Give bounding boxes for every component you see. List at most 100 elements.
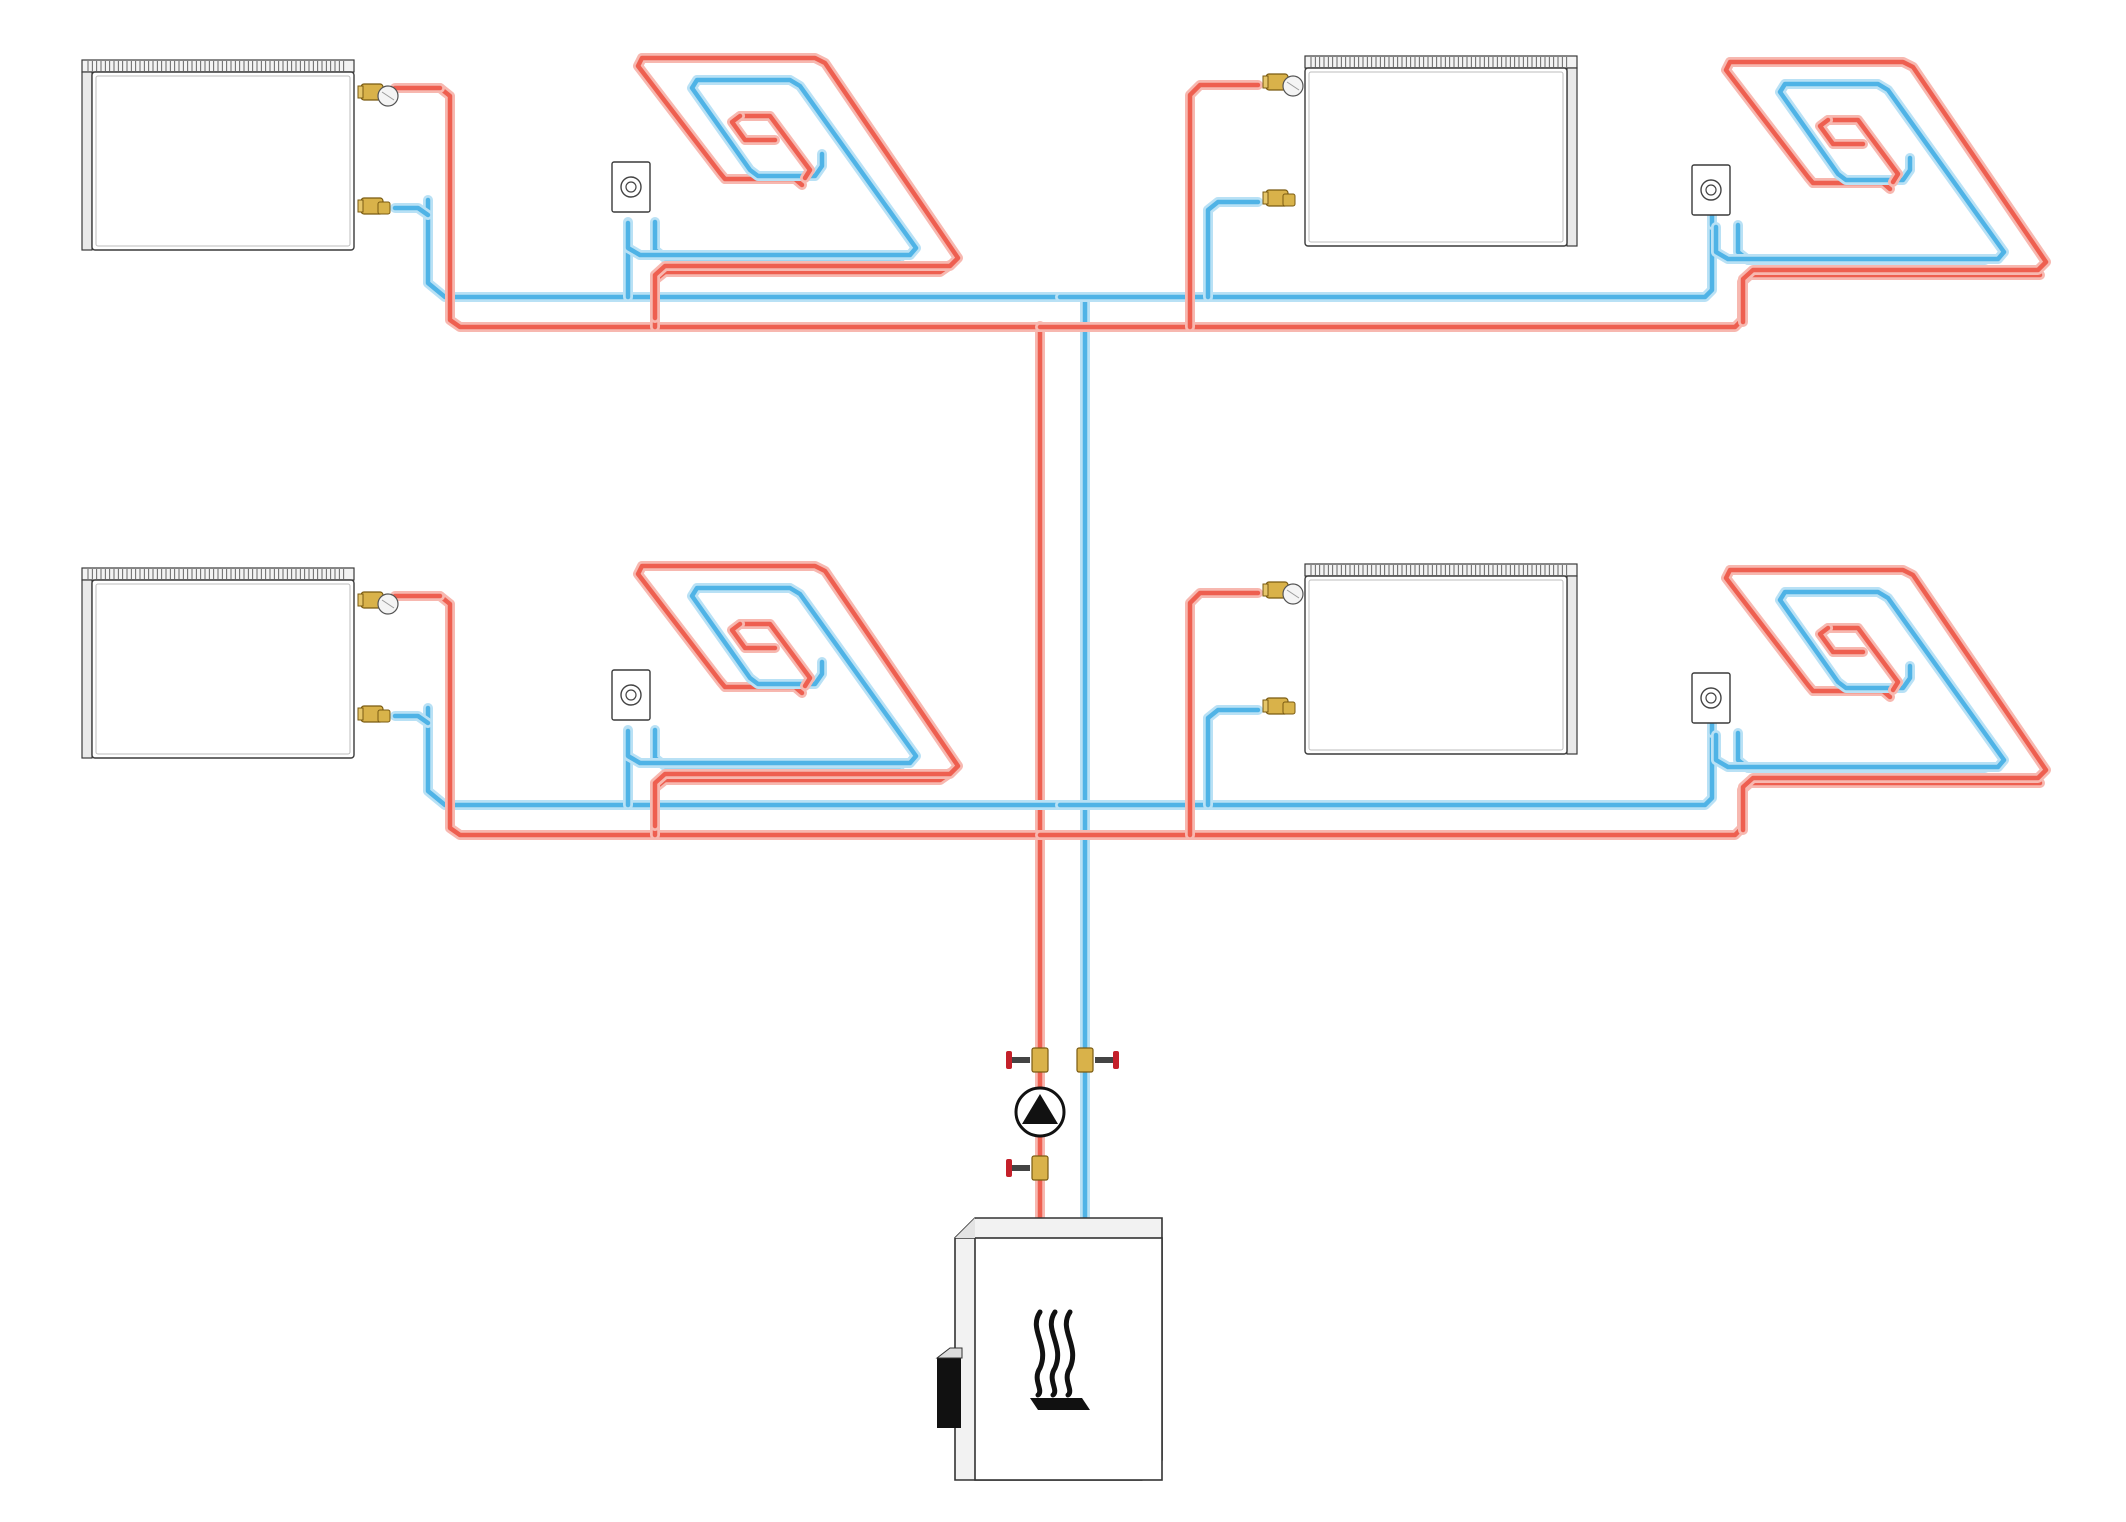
thermostatic-valve — [357, 83, 399, 107]
boiler-control-top — [935, 1347, 963, 1359]
boiler-control-box — [937, 1358, 961, 1428]
pipe-glow — [435, 83, 1045, 332]
valve-cap — [1282, 193, 1296, 207]
thermostatic-valve — [1262, 581, 1304, 605]
valve-head-rib — [1286, 589, 1300, 599]
pipe-core — [737, 621, 813, 689]
thermostat-dial-inner — [1705, 692, 1717, 704]
floor-heating-loop-left — [623, 561, 963, 831]
thermostat-dial-inner — [625, 689, 637, 701]
upper-floor — [81, 53, 2051, 332]
pipe-core — [1723, 59, 2049, 325]
boiler-front — [974, 1237, 1163, 1481]
thermostatic-valve — [357, 591, 399, 615]
thermostat-body — [611, 669, 651, 721]
left-radiator-return — [390, 203, 433, 220]
valve-cap — [377, 201, 391, 215]
right-radiator-return — [1203, 705, 1263, 810]
pipe-core — [437, 85, 1043, 330]
plant-room — [935, 1047, 1163, 1481]
shutoff-valve — [1006, 1155, 1049, 1181]
pipe-core — [1825, 117, 1901, 185]
radiator-front — [1304, 575, 1568, 755]
valve-nut — [1262, 699, 1269, 713]
radiator-inner-edge — [95, 75, 351, 247]
valve-nut — [1262, 75, 1269, 89]
valve-cap — [377, 709, 391, 723]
radiator-side — [1566, 67, 1578, 247]
valve-nut — [357, 85, 364, 99]
pipe-core — [1825, 625, 1901, 693]
thermostat-dial-icon — [1700, 687, 1722, 709]
return-main-left — [423, 703, 1065, 810]
valve-stem — [1010, 1165, 1030, 1171]
valve-stem — [1010, 1057, 1030, 1063]
circulation-pump — [1014, 1086, 1066, 1138]
heat-wave — [1033, 1309, 1046, 1398]
right-radiator-supply — [1185, 588, 1263, 840]
radiator-fins — [81, 59, 355, 73]
shutoff-valve — [1006, 1047, 1049, 1073]
thermostatic-valve — [1262, 73, 1304, 97]
radiator-side — [81, 579, 93, 759]
supply-main-left — [435, 83, 1045, 332]
valve-brass — [1076, 1047, 1094, 1073]
lockshield-valve — [1262, 189, 1296, 207]
supply-main-left — [435, 591, 1045, 840]
loop-supply-inner — [735, 619, 815, 691]
pipe-core — [392, 205, 431, 218]
radiator-front — [91, 579, 355, 759]
valve-stem — [1095, 1057, 1115, 1063]
room-thermostat — [1691, 672, 1731, 724]
valve-cap — [1282, 701, 1296, 715]
radiator-inner-edge — [95, 583, 351, 755]
valve-nut — [357, 707, 364, 721]
valve-handle — [1006, 1159, 1012, 1177]
valve-nut — [1262, 191, 1269, 205]
floor-heating-loop-left — [623, 53, 963, 323]
pipe-core — [635, 563, 961, 829]
lockshield-valve — [1262, 697, 1296, 715]
loop-supply-inner — [1823, 115, 1903, 187]
loop-supply-outer — [633, 53, 963, 323]
heat-wave — [1063, 1309, 1076, 1398]
return-main-right — [1055, 220, 1717, 302]
pipe-core — [729, 621, 778, 651]
valve-head-rib — [1286, 81, 1300, 91]
thermostat-body — [611, 161, 651, 213]
radiator-fins — [81, 567, 355, 581]
right-radiator-return — [1203, 197, 1263, 302]
loop-supply-inner-hook — [727, 619, 780, 653]
pipe-core — [437, 593, 1043, 838]
pipe-glow — [1203, 705, 1263, 810]
pipe-core — [1057, 222, 1715, 300]
thermostat-dial-inner — [1705, 184, 1717, 196]
radiator-fins — [1304, 563, 1578, 577]
thermostat-dial-inner — [625, 181, 637, 193]
return-main-right — [1055, 728, 1717, 810]
loop-supply-inner-hook — [1815, 115, 1868, 149]
valve-handle — [1113, 1051, 1119, 1069]
lower-floor — [81, 561, 2051, 840]
loop-supply-inner-hook — [1815, 623, 1868, 657]
loop-supply-inner — [735, 111, 815, 183]
pipe-core — [1057, 730, 1715, 808]
loop-supply-inner-hook — [727, 111, 780, 145]
pipe-core — [1817, 625, 1866, 655]
radiator — [1304, 55, 1578, 247]
pipe-core — [425, 197, 1063, 300]
valve-nut — [357, 199, 364, 213]
pump-triangle-icon — [1022, 1094, 1058, 1124]
main-risers — [1035, 292, 1090, 1223]
thermostat-dial-icon — [620, 176, 642, 198]
loop-supply-outer — [1721, 57, 2051, 327]
pipe-core — [392, 713, 431, 726]
right-radiator-supply — [1185, 80, 1263, 332]
thermostat-dial-icon — [620, 684, 642, 706]
heat-wave — [1048, 1309, 1061, 1398]
pipe-core — [635, 55, 961, 321]
thermostat-body — [1691, 672, 1731, 724]
pipe-glow — [423, 703, 1065, 810]
